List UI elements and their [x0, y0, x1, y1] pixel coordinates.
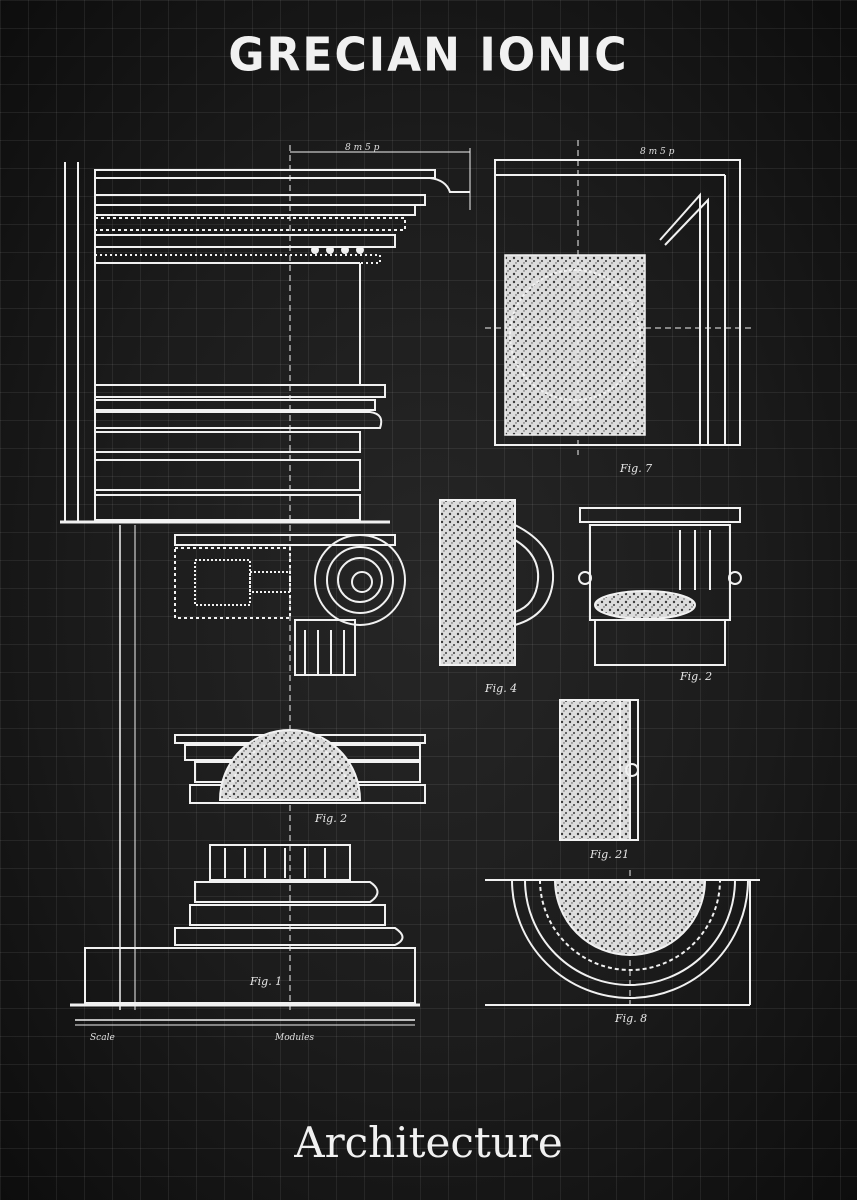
fig8-base-plan	[485, 870, 760, 1006]
fig7-label: Fig. 7	[619, 462, 652, 475]
poster-title: GRECIAN IONIC	[228, 28, 629, 83]
fig4-capital-profile	[439, 499, 555, 666]
fig1-label: Fig. 1	[249, 975, 282, 988]
fig2-base-label: Fig. 2	[314, 812, 347, 825]
entablature-elevation	[60, 145, 471, 1010]
modules-label: Modules	[274, 1033, 314, 1043]
corner-span-dimension: 8 m 5 p	[640, 147, 675, 157]
column-base-section	[174, 729, 426, 804]
fig7-corner-plan	[485, 140, 755, 455]
scale-label: Scale	[90, 1033, 115, 1043]
top-span-dimension: 8 m 5 p	[345, 143, 380, 153]
column-base-elevation	[70, 844, 420, 1026]
fig21-label: Fig. 21	[589, 848, 629, 861]
fig21-section	[559, 699, 639, 841]
fig2-cap-label: Fig. 2	[679, 670, 712, 683]
poster-subtitle: Architecture	[294, 1118, 563, 1167]
fig2-capital-side	[578, 507, 742, 666]
fig4-label: Fig. 4	[484, 682, 517, 695]
ionic-capital-elevation	[119, 525, 406, 1010]
fig8-label: Fig. 8	[614, 1012, 647, 1025]
